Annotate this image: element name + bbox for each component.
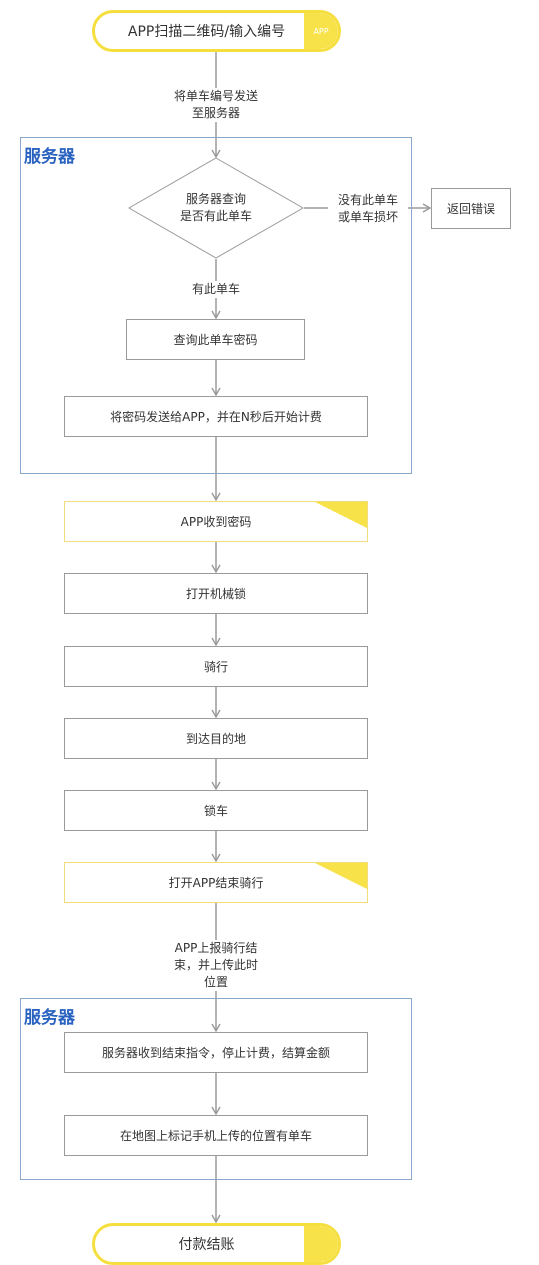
end-label: 付款结账 bbox=[178, 1237, 235, 1253]
send-password-box: 将密码发送给APP，并在N秒后开始计费 bbox=[64, 396, 368, 437]
start-terminator: APP APP扫描二维码/输入编号 bbox=[92, 10, 341, 52]
open-app-end-ride-box: 打开APP结束骑行 bbox=[64, 862, 368, 903]
end-tag bbox=[304, 1226, 338, 1262]
server-region-2 bbox=[20, 998, 412, 1180]
mark-location-box: 在地图上标记手机上传的位置有单车 bbox=[64, 1115, 368, 1156]
server-region-2-title: 服务器 bbox=[24, 1008, 75, 1028]
server-region-1-title: 服务器 bbox=[24, 147, 75, 167]
end-terminator: 付款结账 bbox=[92, 1223, 341, 1265]
lock-bike-box: 锁车 bbox=[64, 790, 368, 831]
query-password-box: 查询此单车密码 bbox=[126, 319, 305, 360]
edge-label-send-to-server: 将单车编号发送 至服务器 bbox=[146, 88, 286, 122]
start-label: APP扫描二维码/输入编号 bbox=[127, 24, 286, 40]
yellow-corner-flag bbox=[315, 863, 367, 889]
decision-diamond bbox=[127, 157, 305, 259]
app-receive-password-box: APP收到密码 bbox=[64, 501, 368, 542]
arrive-destination-box: 到达目的地 bbox=[64, 718, 368, 759]
return-error-box: 返回错误 bbox=[431, 188, 511, 229]
ride-box: 骑行 bbox=[64, 646, 368, 687]
server-region-1 bbox=[20, 137, 412, 474]
start-app-tag: APP bbox=[304, 13, 338, 49]
decision-text: 服务器查询 是否有此单车 bbox=[179, 192, 252, 223]
open-lock-box: 打开机械锁 bbox=[64, 573, 368, 614]
edge-label-report-end: APP上报骑行结 束，并上传此时 位置 bbox=[150, 940, 282, 991]
stop-billing-box: 服务器收到结束指令，停止计费，结算金额 bbox=[64, 1032, 368, 1073]
yellow-corner-flag bbox=[315, 502, 367, 528]
edge-label-has-bike: 有此单车 bbox=[176, 281, 256, 298]
edge-label-no-bike: 没有此单车 或单车损坏 bbox=[328, 192, 408, 226]
